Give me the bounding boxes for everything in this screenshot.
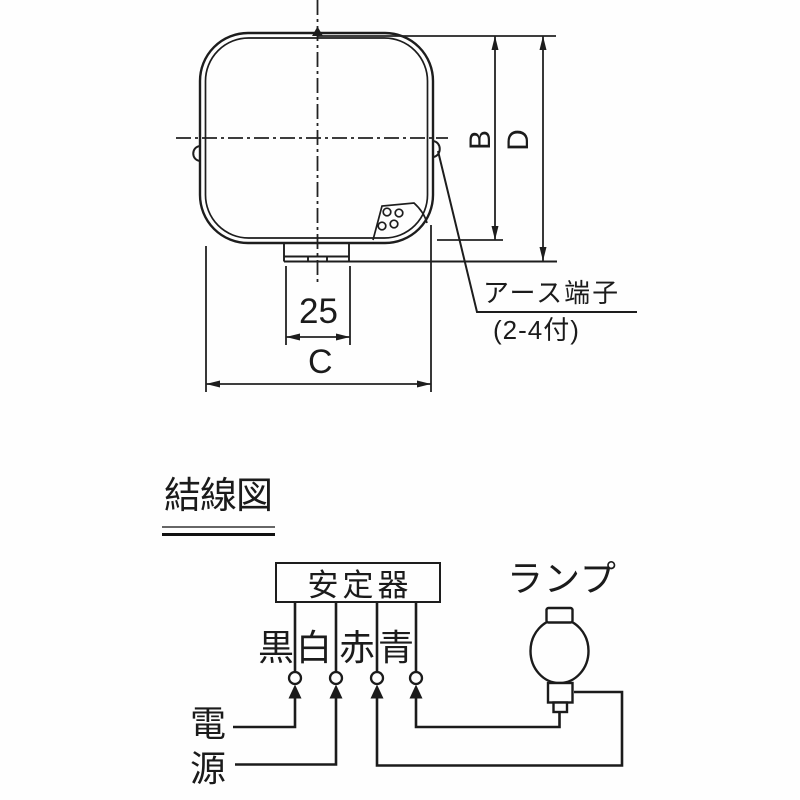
center-lines <box>176 0 448 282</box>
earth-terminal-block <box>372 202 428 241</box>
lamp-symbol <box>529 606 590 714</box>
terminal-hole <box>389 219 399 229</box>
power-line-bottom <box>235 688 338 766</box>
right-ear <box>432 140 441 158</box>
lamp-label: ランプ <box>507 558 617 599</box>
lamp-top-cap <box>545 606 574 624</box>
crimp-connector <box>369 670 385 686</box>
wiring-diagram-lines <box>233 603 624 767</box>
ballast-box: 安定器 <box>275 562 441 603</box>
power-line-top <box>233 688 297 729</box>
crimp-connector <box>287 670 303 686</box>
earth-terminal-leader <box>437 150 637 313</box>
wire-label-black: 黒 <box>258 627 295 668</box>
dimension-label-25: 25 <box>299 292 338 331</box>
wiring-diagram-title: 結線図 <box>164 475 273 516</box>
wire-label-blue: 青 <box>378 627 415 668</box>
lamp-tip <box>552 701 569 714</box>
dimension-arrowheads <box>206 36 547 388</box>
wiring-title-underline <box>162 526 275 536</box>
ballast-label: 安定器 <box>307 568 413 603</box>
lamp-bulb <box>529 617 590 685</box>
lamp-line-red <box>375 688 624 767</box>
wire-label-white: 白 <box>296 627 333 668</box>
earth-terminal-label: アース端子 <box>483 278 621 308</box>
left-ear <box>192 145 201 162</box>
power-source-label-bottom: 源 <box>190 748 227 789</box>
terminal-hole <box>382 207 392 217</box>
mounting-bracket <box>283 243 557 263</box>
crimp-connector <box>328 670 344 686</box>
top-center-marker <box>312 26 323 36</box>
ballast-body-outline <box>192 26 441 245</box>
crimp-connector <box>408 670 424 686</box>
earth-terminal-qualifier: (2-4付) <box>493 315 580 345</box>
power-source-label-top: 電 <box>190 703 227 744</box>
dimension-label-b: B <box>464 130 497 151</box>
wire-label-red: 赤 <box>339 627 376 668</box>
terminal-hole <box>394 208 404 218</box>
terminal-hole <box>377 221 387 231</box>
dimension-label-c: C <box>308 343 333 381</box>
connector-symbols <box>287 670 424 699</box>
lamp-base <box>546 681 574 704</box>
lamp-line-blue <box>414 688 561 729</box>
dimension-label-d: D <box>502 129 535 151</box>
